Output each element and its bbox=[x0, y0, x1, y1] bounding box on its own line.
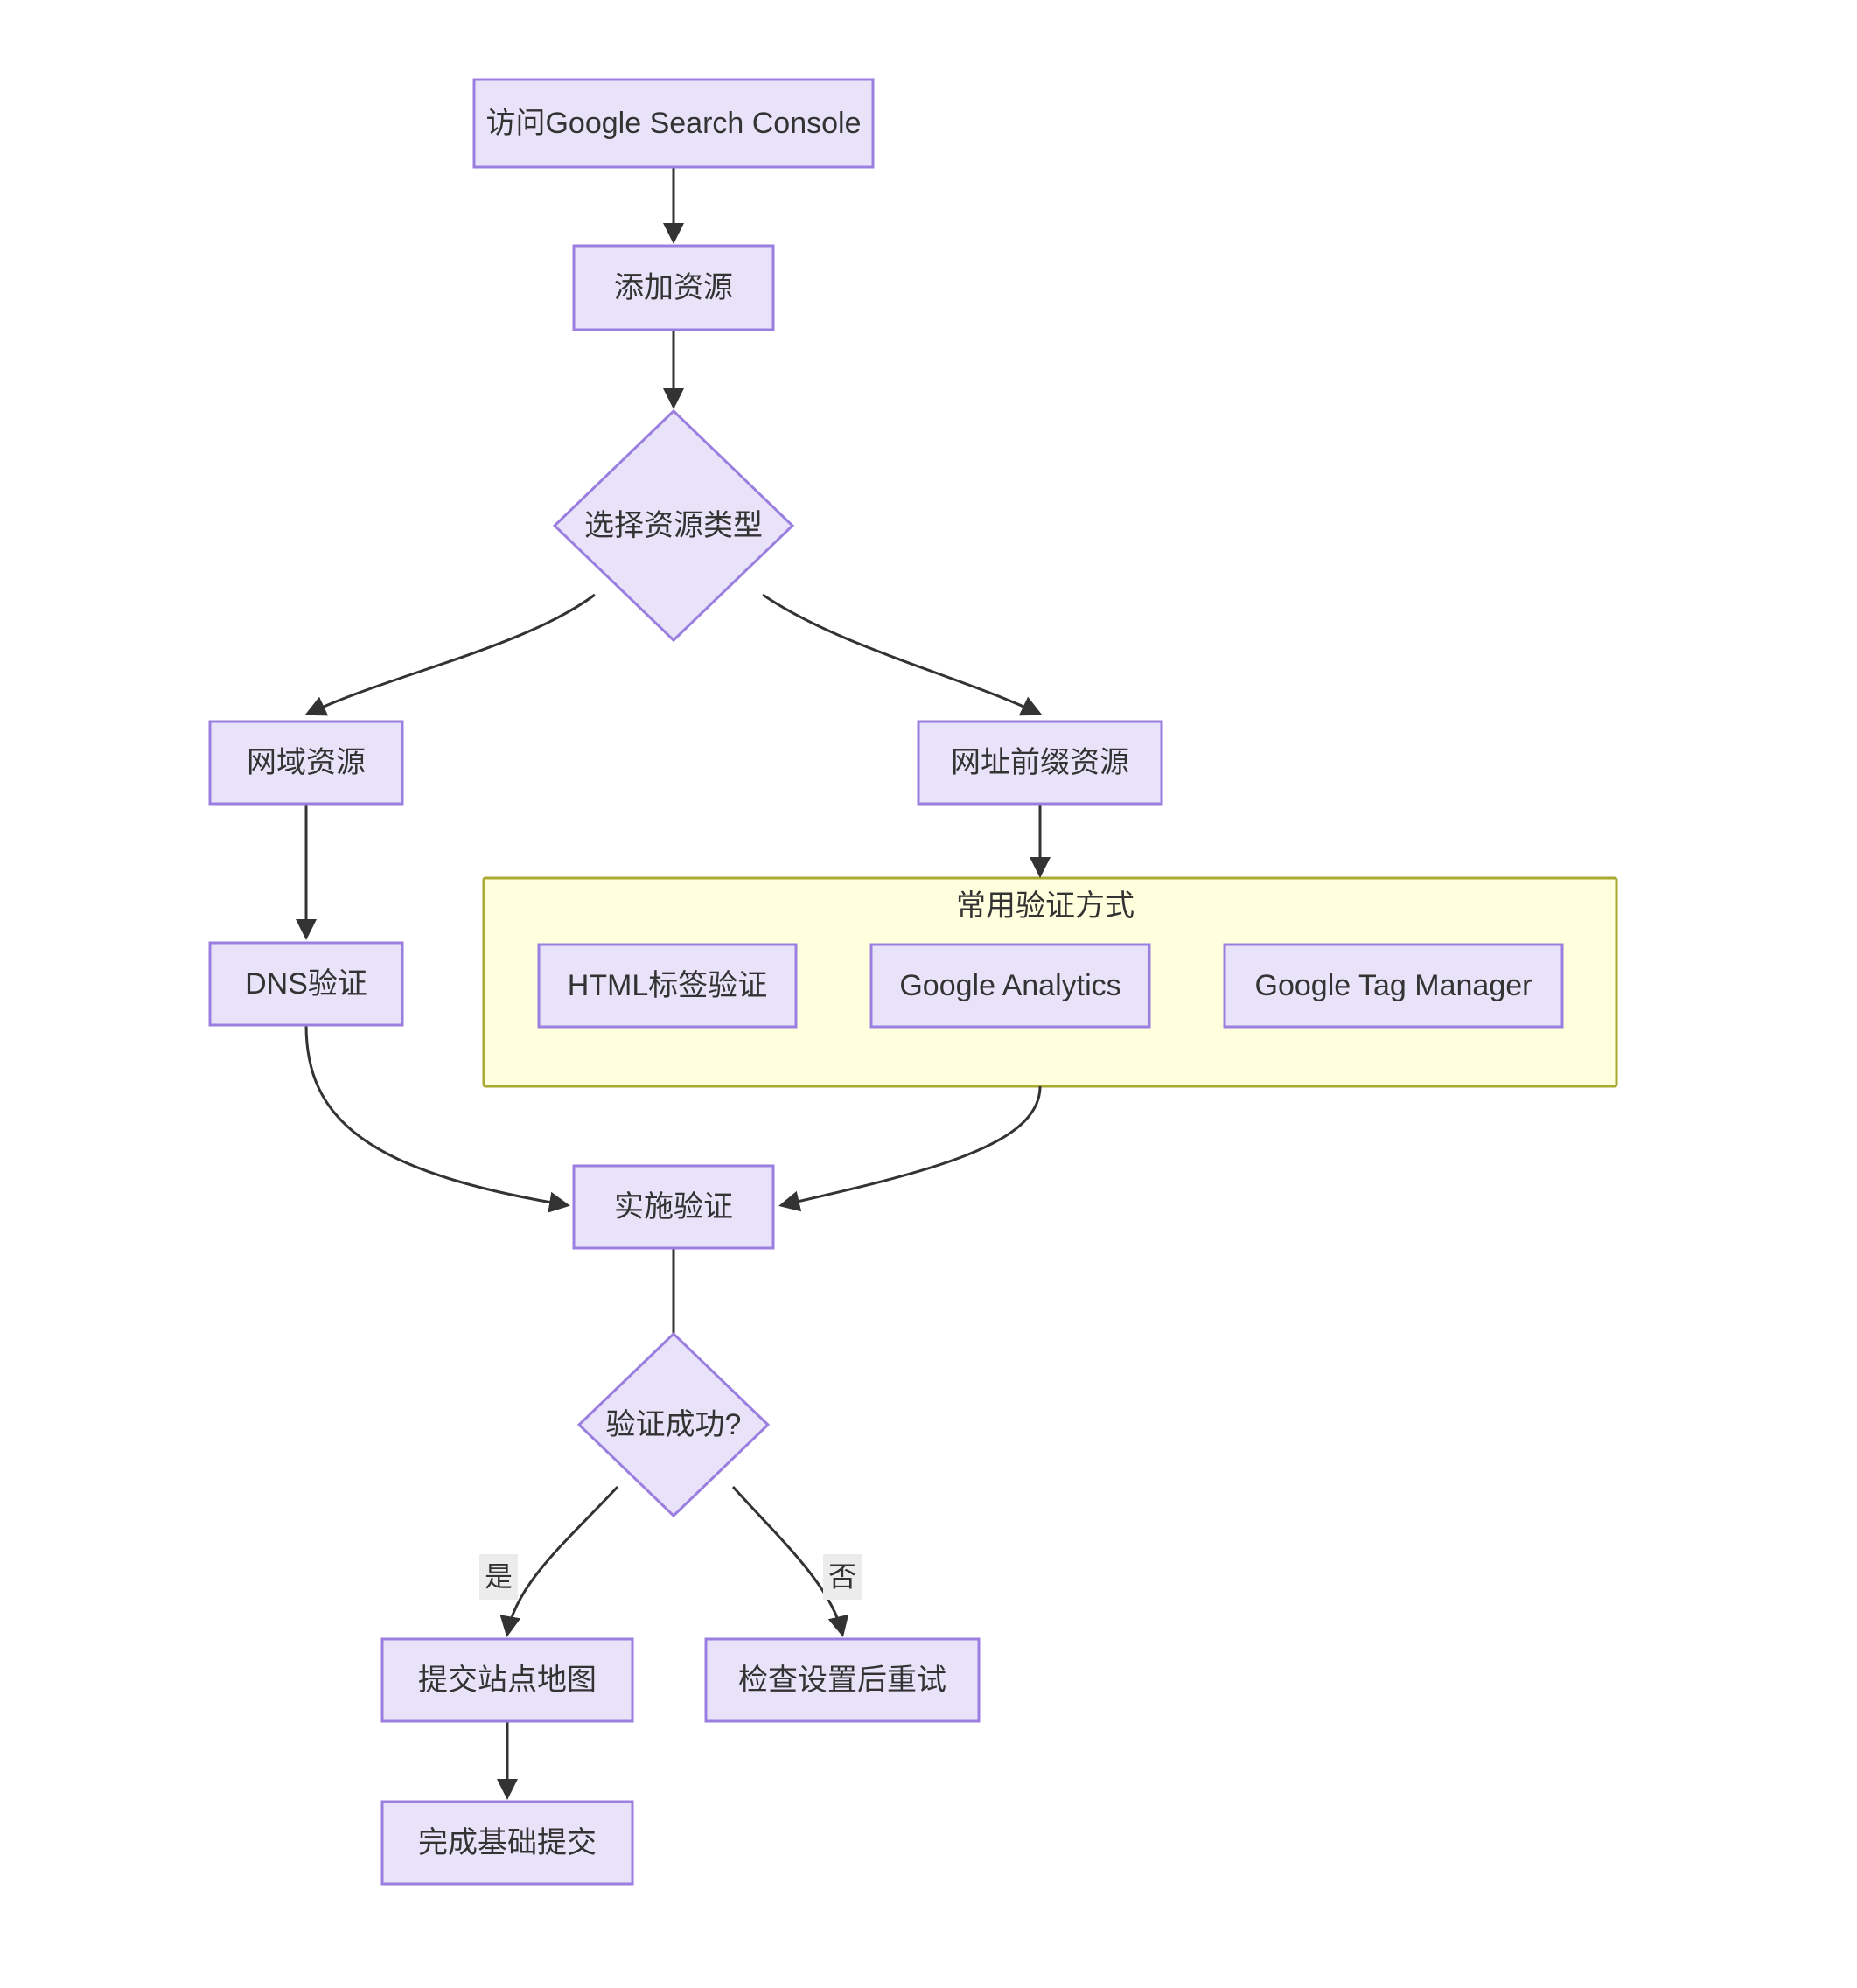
node-box[interactable] bbox=[917, 720, 1163, 806]
node-label: 添加资源 bbox=[614, 271, 733, 304]
edge-success-to-recheck bbox=[731, 1485, 849, 1637]
node-submit-sitemap[interactable]: 提交站点地图 bbox=[380, 1637, 634, 1723]
edge-type-to-domain bbox=[304, 593, 596, 716]
node-recheck-settings-retry[interactable]: 检查设置后重试 bbox=[704, 1637, 981, 1723]
edge-layer bbox=[296, 167, 1051, 1800]
node-visit-google-search-console[interactable]: 访问Google Search Console bbox=[472, 78, 875, 169]
node-label: 完成基础提交 bbox=[418, 1826, 597, 1859]
edge-label-yes-text: 是 bbox=[485, 1560, 513, 1592]
node-box[interactable] bbox=[572, 1164, 775, 1250]
edge-methods-to-verify bbox=[778, 1085, 1042, 1212]
node-domain-resource[interactable]: 网域资源 bbox=[208, 720, 404, 806]
edge-type-to-urlprefix bbox=[762, 593, 1043, 716]
node-box[interactable] bbox=[869, 943, 1151, 1029]
edge-label-no-bg bbox=[823, 1554, 862, 1600]
node-diamond[interactable] bbox=[576, 1331, 771, 1518]
node-box[interactable] bbox=[572, 244, 775, 331]
node-label: 网域资源 bbox=[247, 746, 366, 779]
node-box[interactable] bbox=[380, 1800, 634, 1886]
node-html-tag-verification[interactable]: HTML标签验证 bbox=[537, 943, 798, 1029]
edge-label-no-text: 否 bbox=[828, 1560, 856, 1592]
node-implement-verification[interactable]: 实施验证 bbox=[572, 1164, 775, 1250]
node-label: 检查设置后重试 bbox=[738, 1664, 946, 1697]
node-label: 验证成功? bbox=[606, 1408, 742, 1441]
node-box[interactable] bbox=[1223, 943, 1564, 1029]
node-select-resource-type[interactable]: 选择资源类型 bbox=[552, 408, 795, 643]
cluster-title: 常用验证方式 bbox=[956, 889, 1134, 923]
edge-label-no: 否 bbox=[823, 1554, 862, 1600]
node-diamond[interactable] bbox=[552, 408, 795, 643]
node-box[interactable] bbox=[472, 78, 875, 169]
node-label: Google Tag Manager bbox=[1255, 969, 1532, 1002]
node-verification-successful[interactable]: 验证成功? bbox=[576, 1331, 771, 1518]
node-label: 访问Google Search Console bbox=[485, 107, 861, 140]
edge-success-to-sitemap bbox=[499, 1485, 619, 1637]
node-complete-basic-submission[interactable]: 完成基础提交 bbox=[380, 1800, 634, 1886]
node-google-tag-manager[interactable]: Google Tag Manager bbox=[1223, 943, 1564, 1029]
node-add-resource[interactable]: 添加资源 bbox=[572, 244, 775, 331]
edge-label-yes: 是 bbox=[479, 1554, 518, 1600]
node-label: Google Analytics bbox=[899, 969, 1120, 1002]
node-box[interactable] bbox=[208, 941, 404, 1027]
node-dns-verification[interactable]: DNS验证 bbox=[208, 941, 404, 1027]
node-box[interactable] bbox=[537, 943, 798, 1029]
node-label: 实施验证 bbox=[614, 1190, 733, 1224]
edge-dns-to-verify bbox=[304, 1024, 570, 1213]
edge-label-yes-bg bbox=[479, 1554, 518, 1600]
node-url-prefix-resource[interactable]: 网址前缀资源 bbox=[917, 720, 1163, 806]
node-box[interactable] bbox=[380, 1637, 634, 1723]
node-label: 网址前缀资源 bbox=[951, 746, 1129, 779]
node-label: HTML标签验证 bbox=[568, 969, 768, 1002]
node-label: DNS验证 bbox=[245, 967, 367, 1001]
node-box[interactable] bbox=[208, 720, 404, 806]
node-label: 选择资源类型 bbox=[584, 509, 763, 542]
node-google-analytics[interactable]: Google Analytics bbox=[869, 943, 1151, 1029]
node-label: 提交站点地图 bbox=[418, 1664, 597, 1697]
node-box[interactable] bbox=[704, 1637, 981, 1723]
